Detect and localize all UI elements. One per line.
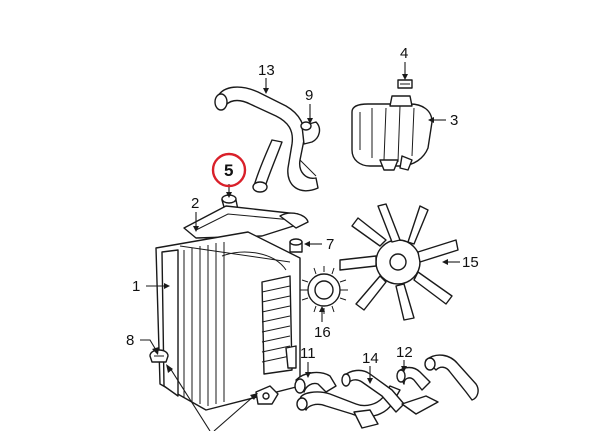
callout-15: 15	[462, 254, 479, 271]
callout-2: 2	[191, 195, 199, 212]
callout-9: 9	[305, 87, 313, 104]
drain-plug-part-8	[149, 349, 169, 363]
upper-hose-part-13	[214, 86, 319, 193]
fan-clutch-part-16	[300, 266, 348, 314]
callout-12: 12	[396, 344, 413, 361]
highlighted-callout-5: 5	[211, 152, 247, 188]
hose-part-9	[300, 121, 321, 145]
expansion-tank-part-3	[351, 95, 433, 171]
bracket-part-2	[183, 205, 309, 239]
hose-part-12	[396, 354, 479, 415]
coolant-pipe-part-14	[296, 369, 405, 429]
leader-lines	[140, 62, 460, 431]
callout-11: 11	[300, 345, 316, 362]
callout-3: 3	[450, 112, 458, 129]
tank-cap-part-4	[397, 79, 413, 89]
callout-14: 14	[362, 350, 379, 367]
callout-13: 13	[258, 62, 275, 79]
callout-7: 7	[326, 236, 334, 253]
callout-8: 8	[126, 332, 134, 349]
radiator-part-1	[155, 231, 301, 411]
callout-16: 16	[314, 324, 331, 341]
lower-bracket	[255, 385, 279, 405]
callout-1: 1	[132, 278, 140, 295]
fan-part-15	[339, 203, 459, 321]
collar-part-7	[289, 238, 303, 253]
lower-hose-part-11	[294, 371, 337, 394]
callout-4: 4	[400, 45, 408, 62]
highlight-ring	[211, 152, 247, 188]
callout-5: 5	[224, 161, 233, 180]
